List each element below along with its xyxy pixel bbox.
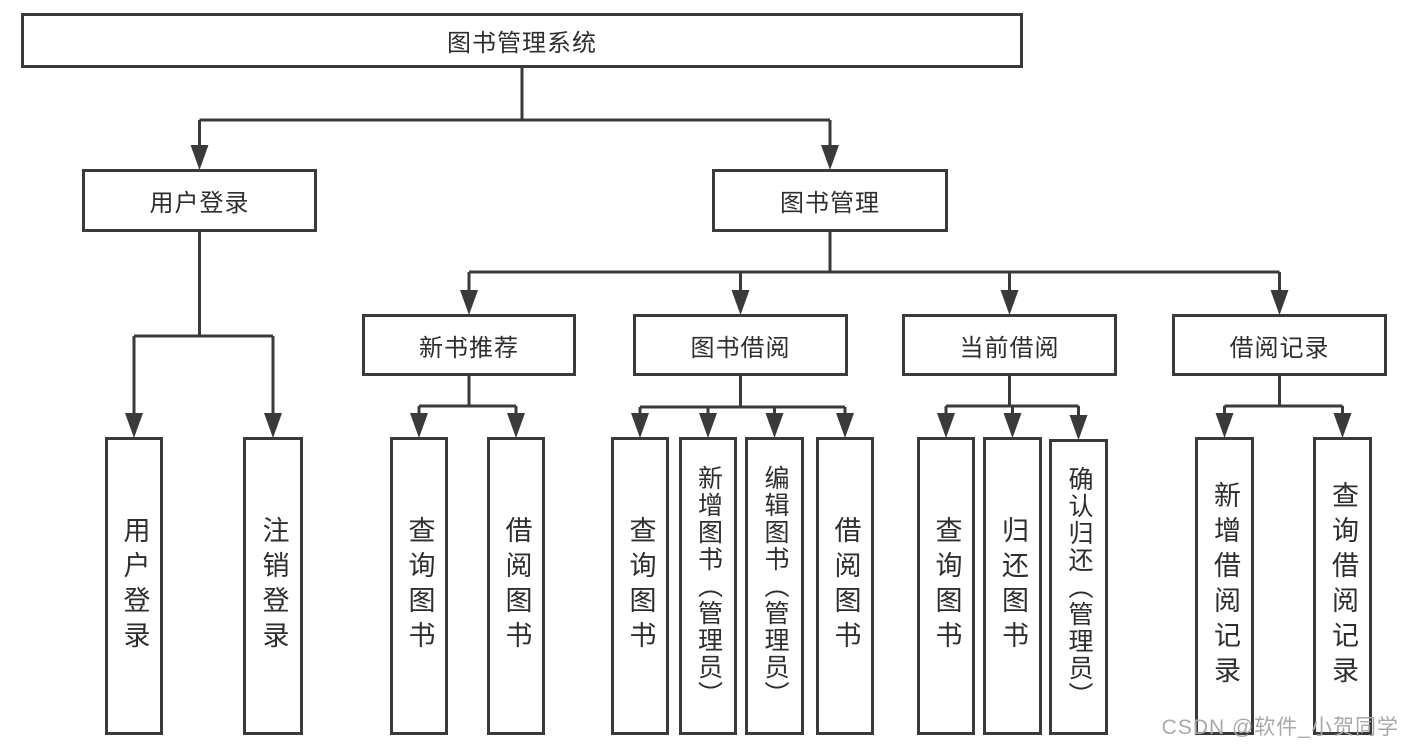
- node-borrow-records: 借阅记录: [1172, 314, 1387, 376]
- node-leaf-cb-query: 查询图书: [917, 437, 975, 735]
- node-leaf-rec-query: 查询借阅记录: [1313, 437, 1372, 735]
- node-leaf-nb-query: 查询图书: [390, 437, 448, 735]
- node-leaf-cb-return: 归还图书: [983, 437, 1042, 735]
- node-new-rec: 新书推荐: [362, 314, 576, 376]
- node-leaf-bb-add: 新增图书（管理员）: [679, 437, 737, 735]
- watermark: CSDN @软件_小贺同学: [1161, 716, 1399, 739]
- node-leaf-cb-confirm: 确认归还（管理员）: [1049, 439, 1108, 735]
- node-leaf-user-login: 用户登录: [105, 437, 163, 735]
- node-leaf-bb-edit: 编辑图书（管理员）: [745, 437, 804, 735]
- node-root: 图书管理系统: [21, 13, 1023, 68]
- node-leaf-bb-query: 查询图书: [611, 437, 669, 735]
- node-leaf-nb-borrow: 借阅图书: [487, 437, 545, 735]
- node-book-borrow: 图书借阅: [633, 314, 848, 376]
- node-leaf-bb-borrow: 借阅图书: [816, 437, 874, 735]
- node-leaf-rec-add: 新增借阅记录: [1195, 437, 1254, 735]
- node-mgmt: 图书管理: [712, 169, 948, 232]
- node-current-borrow: 当前借阅: [902, 314, 1117, 376]
- node-login: 用户登录: [82, 169, 317, 232]
- node-leaf-logout: 注销登录: [243, 437, 303, 735]
